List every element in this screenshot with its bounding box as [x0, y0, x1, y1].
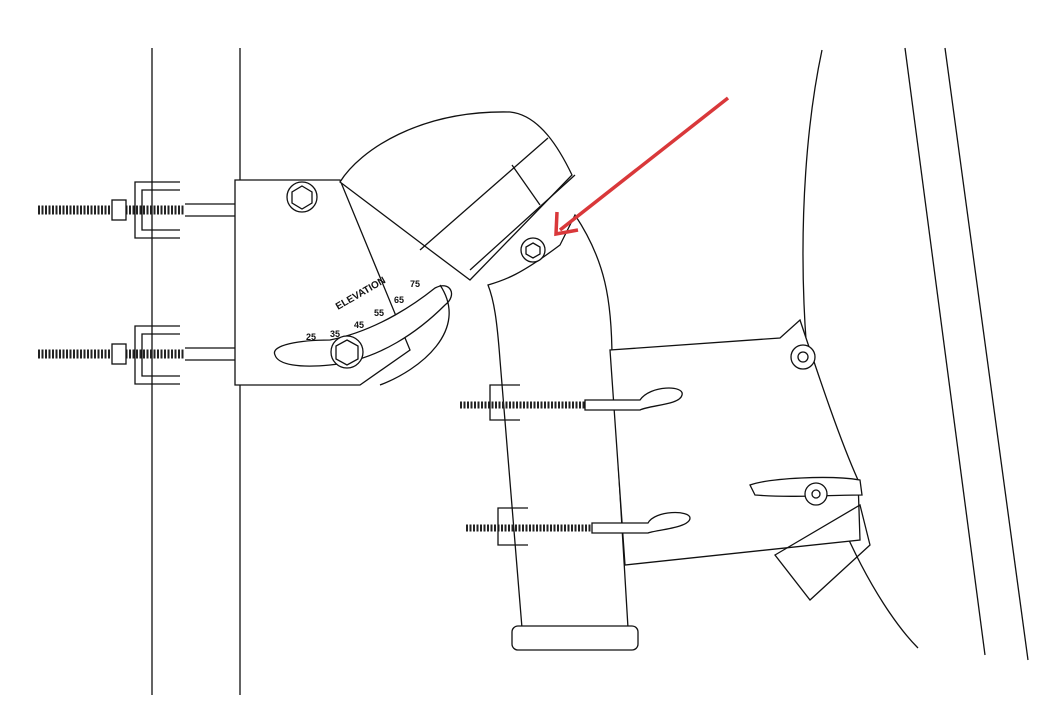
mast-clamp-bolts	[38, 181, 240, 385]
tick-55: 55	[374, 308, 384, 318]
elevation-bracket: ELEVATION 25 35 45 55 65 75	[234, 111, 576, 386]
tick-35: 35	[330, 329, 340, 339]
mast-pole	[151, 48, 241, 695]
elevation-scale-ticks: 25 35 45 55 65 75	[306, 279, 420, 342]
arm-clamp-bolts	[460, 384, 691, 546]
tick-25: 25	[306, 332, 316, 342]
tick-75: 75	[410, 279, 420, 289]
tick-65: 65	[394, 295, 404, 305]
dish-reflector	[802, 47, 1029, 661]
reflector-bracket	[609, 318, 871, 601]
tick-45: 45	[354, 320, 364, 330]
red-arrow-indicator	[554, 96, 730, 237]
